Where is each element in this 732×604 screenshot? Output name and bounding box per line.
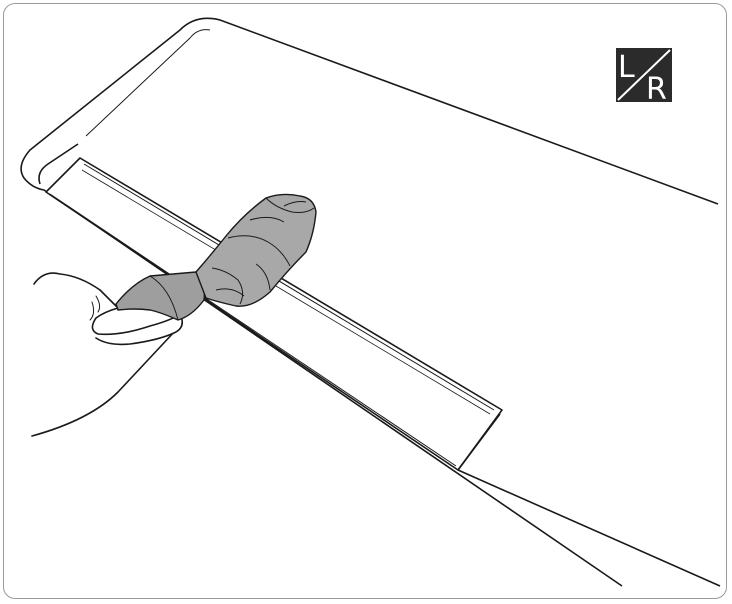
scanning-glass-strip — [45, 157, 721, 587]
scanner-body — [20, 17, 719, 587]
hand — [31, 272, 184, 437]
cleaning-cloth — [115, 193, 317, 321]
lr-badge-divider — [617, 49, 671, 101]
lr-badge-left-letter: L — [618, 50, 635, 85]
lr-badge-right-letter: R — [646, 72, 667, 107]
lr-badge: L R — [616, 48, 672, 107]
